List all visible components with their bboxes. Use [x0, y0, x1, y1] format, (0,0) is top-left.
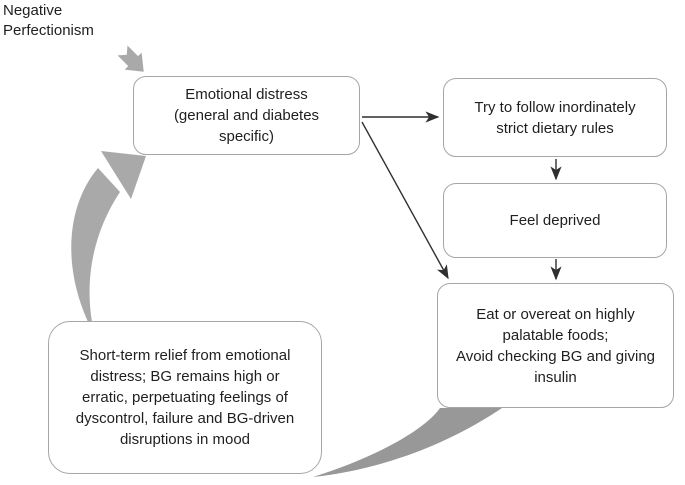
perfectionism-block-arrow	[117, 45, 144, 72]
node-short-term-relief: Short-term relief from emotional distres…	[48, 321, 322, 474]
node-feel-deprived: Feel deprived	[443, 183, 667, 258]
node-strict-dietary-rules: Try to follow inordinately strict dietar…	[443, 78, 667, 157]
negative-perfectionism-label: Negative Perfectionism	[3, 2, 94, 39]
relief-swoosh-arrow	[313, 408, 502, 477]
feedback-curved-arrow-head	[101, 151, 146, 199]
node-eat-or-overeat: Eat or overeat on highly palatable foods…	[437, 283, 674, 408]
feedback-curved-arrow-body	[71, 168, 120, 326]
distress-to-eat-arrow	[361, 121, 449, 280]
node-emotional-distress: Emotional distress (general and diabetes…	[133, 76, 360, 155]
